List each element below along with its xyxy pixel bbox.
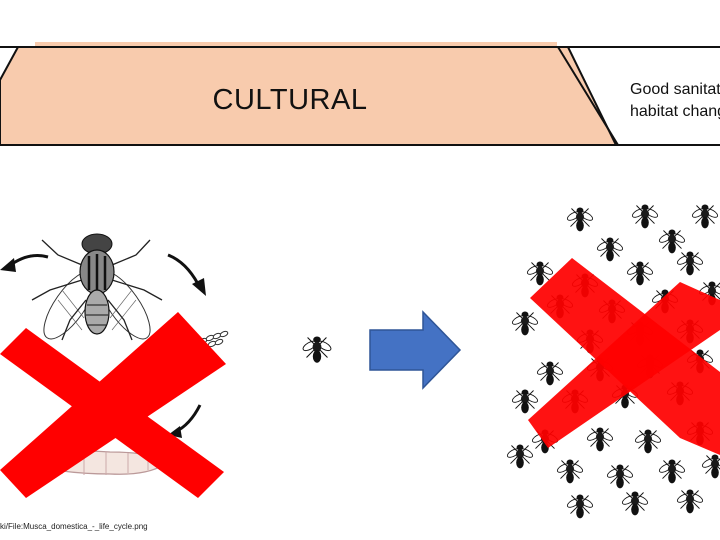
- swarm-cross-out-icon: [528, 258, 720, 455]
- swarm-fly-icon: [620, 491, 650, 516]
- image-credit: ki/File:Musca_domestica_-_life_cycle.png: [0, 522, 148, 531]
- swarm-fly-icon: [510, 311, 540, 336]
- swarm-fly-icon: [657, 229, 687, 254]
- swarm-fly-icon: [675, 251, 705, 276]
- banner-label: CULTURAL: [212, 84, 368, 116]
- swarm-fly-icon: [535, 361, 565, 386]
- banner: [0, 42, 720, 146]
- description-line-1: Good sanitation: [630, 81, 720, 98]
- cross-out-icon: [0, 312, 226, 498]
- cultural-trapezoid: [0, 46, 618, 146]
- swarm-fly-icon: [630, 204, 660, 229]
- swarm-fly-icon: [510, 389, 540, 414]
- swarm-fly-icon: [633, 429, 663, 454]
- banner-description: Good sanitation habitat change: [630, 79, 720, 123]
- swarm-fly-icon: [565, 494, 595, 519]
- banner-top-lip: [35, 42, 557, 47]
- swarm-fly-icon: [565, 207, 595, 232]
- description-line-2: habitat change: [630, 103, 720, 120]
- swarm-fly-icon: [700, 454, 720, 479]
- swarm-fly-icon: [595, 237, 625, 262]
- swarm-fly-icon: [675, 489, 705, 514]
- swarm-fly-icon: [657, 459, 687, 484]
- banner-divider: [557, 46, 619, 146]
- swarm-fly-icon: [505, 444, 535, 469]
- adult-fly-drawing: [31, 233, 163, 341]
- swarm-fly-icon: [690, 204, 720, 229]
- fly-icon: [301, 335, 333, 364]
- swarm-fly-icon: [555, 459, 585, 484]
- swarm-fly-icon: [585, 427, 615, 452]
- right-arrow-icon: [369, 310, 462, 390]
- swarm-fly-icon: [605, 464, 635, 489]
- swarm-fly-icon: [625, 261, 655, 286]
- life-cycle-illustration: [0, 233, 229, 498]
